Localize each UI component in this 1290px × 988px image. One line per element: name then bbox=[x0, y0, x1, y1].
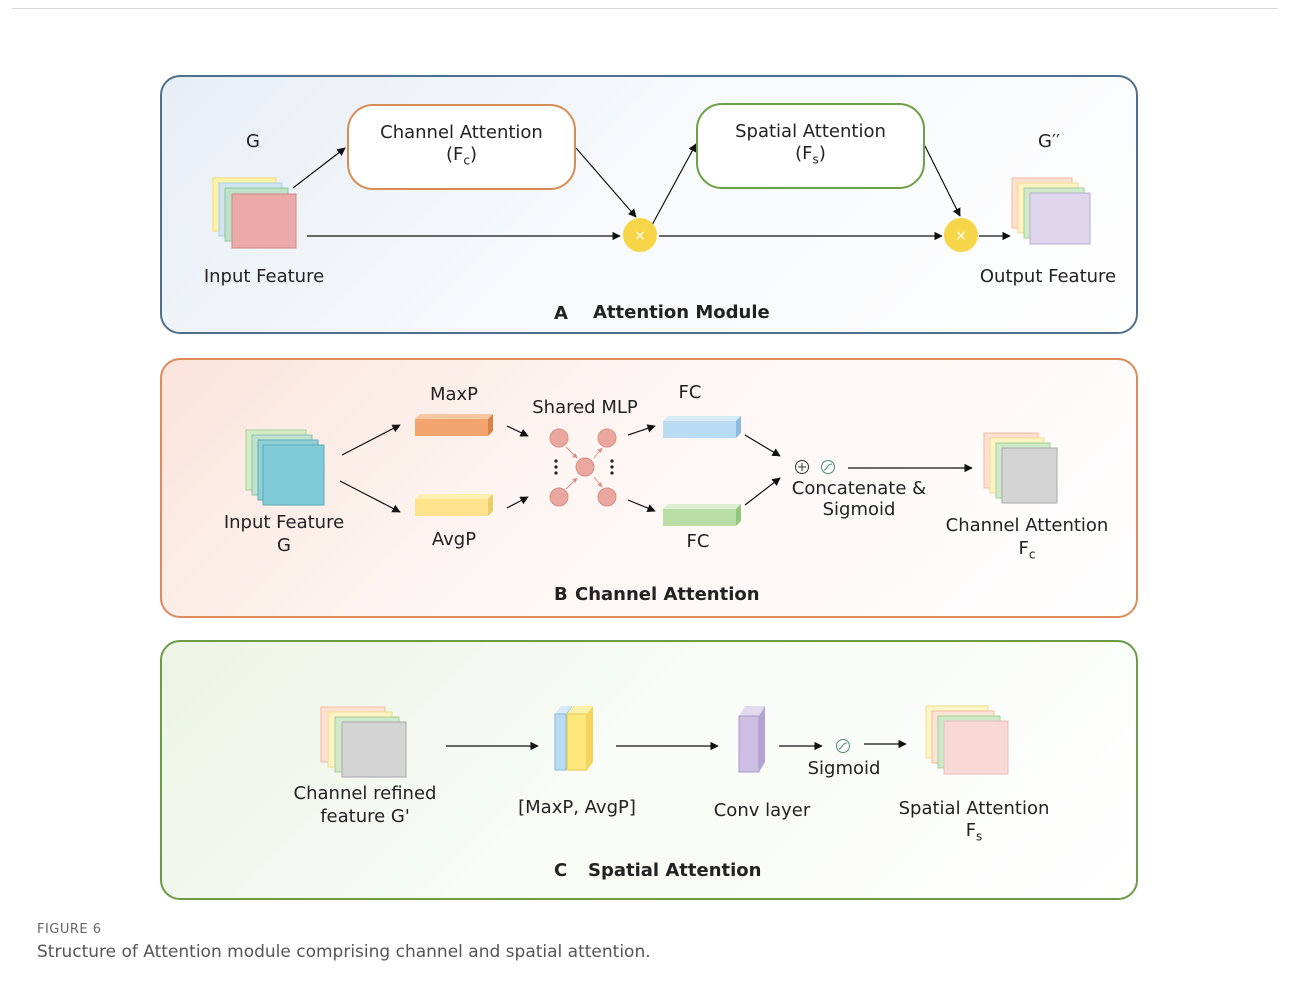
maxp-label: MaxP bbox=[429, 384, 479, 405]
refined-feature-stack bbox=[320, 706, 407, 778]
multiply-node-1: × bbox=[623, 218, 657, 252]
input-feature-label-a: Input Feature bbox=[203, 266, 325, 287]
top-divider bbox=[12, 0, 1278, 9]
concat-label-line2: Sigmoid bbox=[822, 499, 896, 520]
channel-attention-box: Channel Attention (Fc) bbox=[347, 104, 576, 190]
refined-feature-label-line1: Channel refined bbox=[293, 783, 437, 804]
refined-feature-label-line2: feature G' bbox=[320, 806, 410, 827]
fc-bottom-bar bbox=[663, 504, 741, 526]
arrow-maxp-to-mlp bbox=[506, 425, 529, 437]
input-symbol-a: G bbox=[246, 131, 260, 152]
conv-layer-label: Conv layer bbox=[713, 800, 811, 821]
fc-top-label: FC bbox=[678, 382, 702, 403]
fc-top-bar bbox=[663, 416, 741, 438]
spatial-attention-box: Spatial Attention (Fs) bbox=[696, 103, 925, 189]
sigmoid-icon-b bbox=[821, 460, 835, 474]
arrow-multiply-1-to-spatial bbox=[651, 143, 697, 226]
input-feature-label-b: Input Feature bbox=[223, 512, 345, 533]
panel-c-title: Spatial Attention bbox=[588, 860, 762, 881]
conv-layer-block bbox=[738, 706, 765, 773]
input-feature-stack-a bbox=[212, 177, 297, 249]
pool-label: [MaxP, AvgP] bbox=[518, 797, 636, 818]
sigmoid-label: Sigmoid bbox=[807, 758, 881, 779]
panel-a-title: Attention Module bbox=[593, 302, 770, 323]
spatial-attention-output-label: Spatial Attention bbox=[898, 798, 1050, 819]
svg-text:×: × bbox=[634, 228, 646, 244]
svg-text:×: × bbox=[955, 228, 967, 244]
output-symbol-a: G′′ bbox=[1037, 131, 1061, 152]
arrow-input-to-channel bbox=[292, 147, 346, 189]
input-symbol-b: G bbox=[277, 535, 291, 556]
spatial-attention-output-stack bbox=[925, 705, 1009, 775]
maxp-bar bbox=[415, 414, 493, 436]
channel-attention-output-symbol: Fc bbox=[1018, 538, 1036, 562]
arrow-fc-top-to-concat bbox=[744, 434, 781, 457]
panel-a-letter: A bbox=[554, 303, 568, 324]
channel-attention-output-label: Channel Attention bbox=[945, 515, 1109, 536]
plus-icon bbox=[795, 460, 809, 474]
multiply-node-2: × bbox=[944, 218, 978, 252]
panel-b-title: Channel Attention bbox=[575, 584, 760, 605]
channel-attention-box-title: Channel Attention bbox=[380, 122, 543, 144]
spatial-attention-box-title: Spatial Attention bbox=[735, 121, 886, 143]
output-feature-label-a: Output Feature bbox=[979, 266, 1117, 287]
channel-attention-box-symbol: (Fc) bbox=[445, 144, 478, 168]
concat-label-line1: Concatenate & bbox=[791, 478, 927, 499]
arrow-fc-bottom-to-concat bbox=[744, 477, 781, 506]
arrow-mlp-to-fc-bottom bbox=[627, 499, 656, 513]
avgp-bar bbox=[415, 494, 493, 516]
figure-label: FIGURE 6 bbox=[37, 922, 102, 937]
panel-b-letter: B bbox=[554, 584, 568, 605]
fc-bottom-label: FC bbox=[686, 531, 710, 552]
arrow-spatial-to-multiply-2 bbox=[924, 145, 961, 217]
shared-mlp-network bbox=[549, 428, 617, 507]
channel-attention-output-stack bbox=[983, 432, 1058, 504]
arrow-mlp-to-fc-top bbox=[627, 424, 656, 436]
arrow-channel-to-multiply-1 bbox=[575, 147, 637, 218]
arrow-input-to-maxp bbox=[341, 424, 401, 456]
arrow-avgp-to-mlp bbox=[506, 496, 529, 509]
sigmoid-icon-c bbox=[836, 739, 850, 753]
spatial-attention-output-symbol: Fs bbox=[965, 820, 983, 844]
pooled-maps bbox=[554, 706, 593, 771]
output-feature-stack-a bbox=[1011, 177, 1091, 245]
input-feature-stack-b bbox=[245, 429, 325, 506]
avgp-label: AvgP bbox=[431, 529, 477, 550]
panel-c-letter: C bbox=[554, 860, 568, 881]
arrow-input-to-avgp bbox=[339, 480, 401, 513]
shared-mlp-label: Shared MLP bbox=[532, 397, 638, 418]
panel-attention-module bbox=[160, 75, 1138, 334]
figure-caption: Structure of Attention module comprising… bbox=[37, 942, 651, 962]
spatial-attention-box-symbol: (Fs) bbox=[795, 143, 826, 167]
